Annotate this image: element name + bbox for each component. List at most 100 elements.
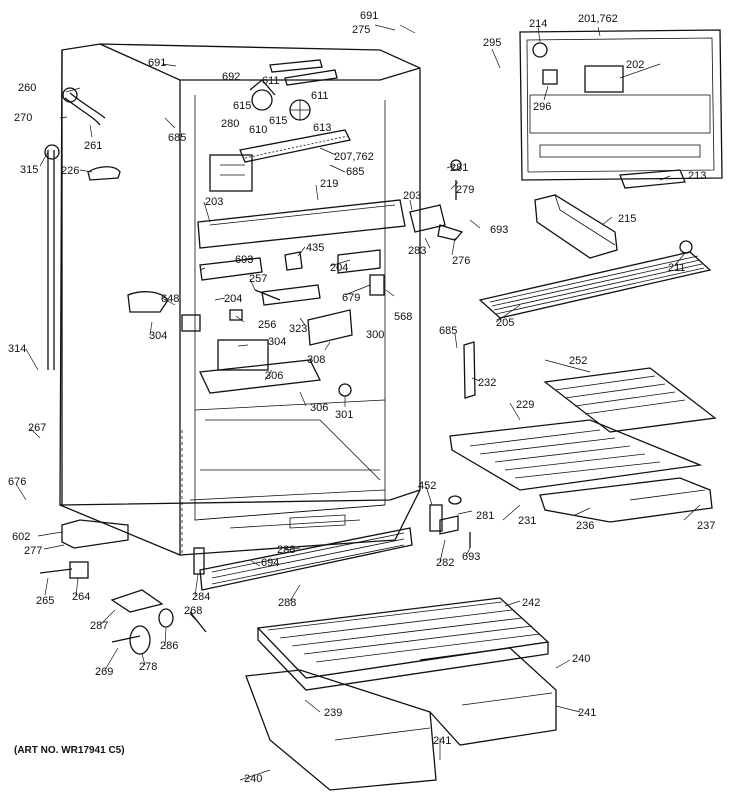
cabinet-shell [59,43,421,556]
crisper-tray [539,477,713,523]
callout-211: 211 [668,262,686,274]
callout-284: 284 [192,591,210,603]
callout-265: 265 [36,595,54,607]
callout-693-c: 693 [462,551,480,563]
callout-281: 281 [450,162,468,174]
freezer-door-liner [519,29,723,181]
callout-270: 270 [14,112,32,124]
callout-237: 237 [697,520,715,532]
callout-207-762: 207,762 [334,151,374,163]
callout-labels: 691 275 214 201,762 295 202 296 691 692 … [8,10,715,785]
callout-304: 304 [149,330,167,342]
callout-241: 241 [578,707,596,719]
callout-242: 242 [522,597,540,609]
callout-296: 296 [533,101,551,113]
callout-260: 260 [18,82,36,94]
callout-278: 278 [139,661,157,673]
callout-239: 239 [324,707,342,719]
right-lower-parts [429,495,471,548]
callout-283: 283 [408,245,426,257]
callout-268: 268 [184,605,202,617]
callout-269: 269 [95,666,113,678]
callout-240-b: 240 [244,773,262,785]
callout-226: 226 [61,165,79,177]
fresh-food-shelves [449,367,717,491]
callout-219: 219 [320,178,338,190]
callout-257: 257 [249,273,267,285]
callout-261: 261 [84,140,102,152]
evaporator-coil [209,129,351,192]
callout-204: 204 [330,262,348,274]
callout-287: 287 [90,620,108,632]
callout-676: 676 [8,476,26,488]
callout-615-b: 615 [269,115,287,127]
callout-281-b: 281 [476,510,494,522]
callout-306-b: 306 [310,402,328,414]
callout-602: 602 [12,531,30,543]
callout-693-b: 693 [235,254,253,266]
callout-203: 203 [403,190,421,202]
crisper-cover [256,597,550,691]
callout-308: 308 [307,354,325,366]
callout-205: 205 [496,317,514,329]
callout-236: 236 [576,520,594,532]
callout-304-b: 304 [268,336,286,348]
callout-288-b: 288 [278,597,296,609]
lower-left-parts [39,561,207,655]
callout-692: 692 [222,71,240,83]
callout-215: 215 [618,213,636,225]
callout-202: 202 [626,59,644,71]
callout-693: 693 [490,224,508,236]
callout-256: 256 [258,319,276,331]
callout-613: 613 [313,122,331,134]
callout-275: 275 [352,24,370,36]
callout-611: 611 [262,75,280,87]
control-components [127,249,385,397]
grille-bracket [193,547,205,575]
callout-288: 288 [277,544,295,556]
callout-301: 301 [335,409,353,421]
shelf-ladder [463,341,476,399]
callout-264: 264 [72,591,90,603]
ice-tray [619,169,686,189]
callout-267: 267 [28,422,46,434]
callout-435: 435 [306,242,324,254]
callout-691-b: 691 [148,57,166,69]
callout-240: 240 [572,653,590,665]
callout-611-b: 611 [311,90,329,102]
callout-214: 214 [529,18,547,30]
callout-568: 568 [394,311,412,323]
callout-276: 276 [452,255,470,267]
divider-rail [197,199,406,249]
callout-279: 279 [456,184,474,196]
callout-452: 452 [418,480,436,492]
callout-691: 691 [360,10,378,22]
freezer-wire-shelf [478,240,712,319]
callout-204-b: 204 [224,293,242,305]
callout-300: 300 [366,329,384,341]
door-bin [534,194,618,259]
callout-295: 295 [483,37,501,49]
callout-694: 694 [261,557,279,569]
crisper-drawers [245,647,557,791]
callout-315: 315 [20,164,38,176]
callout-231: 231 [518,515,536,527]
callout-282: 282 [436,557,454,569]
callout-610: 610 [249,124,267,136]
callout-201-762: 201,762 [578,13,618,25]
callout-203-b: 203 [205,196,223,208]
callout-648: 648 [161,293,179,305]
left-tubing [44,87,121,370]
callout-685: 685 [168,132,186,144]
fan-motor [249,59,338,121]
leader-lines [15,24,701,781]
callout-314: 314 [8,343,26,355]
callout-252: 252 [569,355,587,367]
bottom-bracket [61,519,129,549]
callout-229: 229 [516,399,534,411]
callout-280: 280 [221,118,239,130]
callout-286: 286 [160,640,178,652]
callout-615: 615 [233,100,251,112]
callout-685-b: 685 [346,166,364,178]
